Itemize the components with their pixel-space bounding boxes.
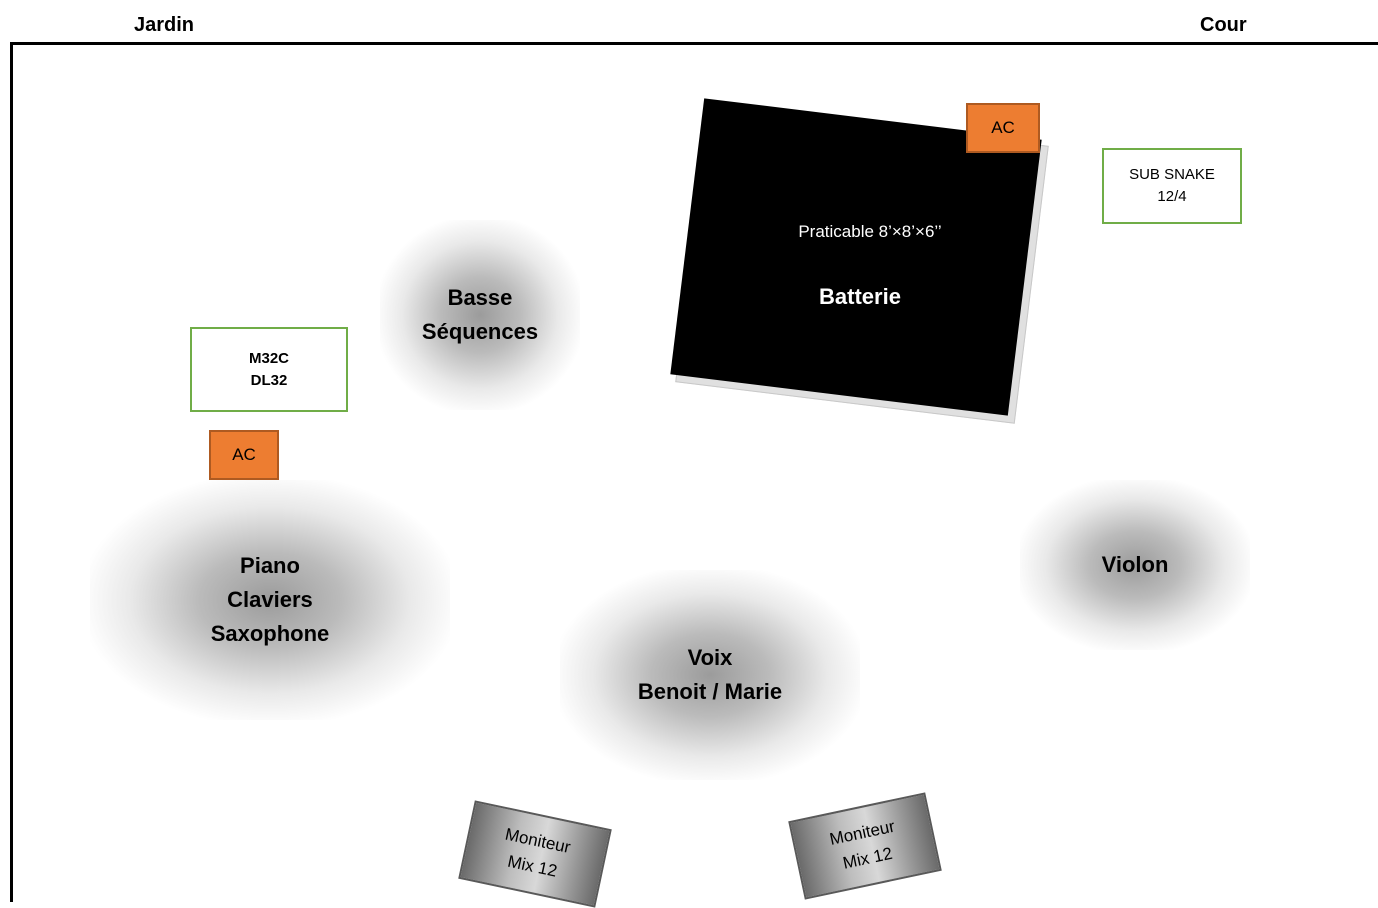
console-box: M32C DL32: [190, 327, 348, 412]
stage-right-label: Cour: [1200, 14, 1247, 36]
sub-snake-box: SUB SNAKE 12/4: [1102, 148, 1242, 224]
sub-snake-label: SUB SNAKE: [1129, 166, 1215, 183]
zone-violin: Violon: [1020, 480, 1250, 650]
drum-riser-label: Batterie: [819, 284, 901, 309]
ac-power-drums: AC: [966, 103, 1040, 153]
ac-power-console: AC: [209, 430, 279, 480]
stage-left-label: Jardin: [134, 14, 195, 36]
zone-voice-label: Voix Benoit / Marie: [637, 645, 783, 704]
ac-power-drums-label: AC: [991, 118, 1015, 137]
zone-bass-label: Basse Séquences: [421, 285, 539, 344]
stagebox-model: DL32: [250, 371, 288, 389]
zone-piano-keys-sax: Piano Claviers Saxophone: [90, 480, 450, 720]
sub-snake-channels: 12/4: [1157, 188, 1187, 205]
zone-vocals: Voix Benoit / Marie: [560, 570, 860, 780]
console-model: M32C: [248, 349, 289, 367]
stage-outline: [10, 42, 1378, 902]
drum-riser-dimensions: Praticable 8’×8’×6’’: [798, 222, 942, 241]
zone-piano-label: Piano Claviers Saxophone: [210, 553, 330, 646]
ac-power-console-label: AC: [232, 445, 256, 464]
zone-bass-sequences: Basse Séquences: [380, 220, 580, 410]
zone-violin-label: Violon: [1101, 552, 1169, 577]
